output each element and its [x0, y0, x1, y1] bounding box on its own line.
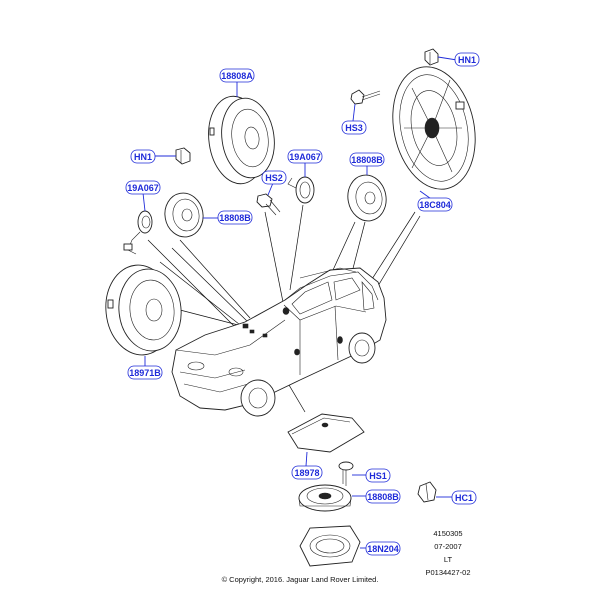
clip-hc1	[417, 481, 437, 503]
speaker-18808b-top	[347, 174, 387, 222]
label-18978: 18978	[294, 468, 319, 478]
label-hn1-left: HN1	[134, 152, 152, 162]
speaker-18971b	[105, 264, 182, 356]
vehicle-illustration	[171, 267, 387, 417]
screw-hs3	[350, 89, 381, 105]
label-hc1: HC1	[455, 493, 473, 503]
label-19a067-left: 19A067	[127, 183, 159, 193]
label-hs3: HS3	[345, 123, 363, 133]
copyright-notice: © Copyright, 2016. Jaguar Land Rover Lim…	[222, 575, 379, 584]
reference-tag: LT	[444, 555, 453, 564]
reference-block: 4150305 07-2007 LT P0134427-02	[425, 529, 470, 577]
label-hs2: HS2	[265, 173, 283, 183]
label-18808b-left: 18808B	[219, 213, 251, 223]
callout-leaders	[142, 56, 458, 549]
speaker-18808a	[208, 95, 275, 185]
label-19a067-mid: 19A067	[289, 152, 321, 162]
label-18n204: 18N204	[367, 544, 399, 554]
reference-code: 4150305	[433, 529, 462, 538]
tweeter-19a067-mid	[287, 176, 315, 204]
tweeter-19a067-left	[123, 210, 153, 255]
bracket-18n204	[299, 525, 361, 567]
label-18c804: 18C804	[419, 200, 451, 210]
label-18808a: 18808A	[221, 71, 253, 81]
label-18808b-top: 18808B	[351, 155, 383, 165]
screw-hs1	[338, 461, 354, 486]
speaker-18808b-left	[164, 192, 204, 238]
label-18971b: 18971B	[129, 368, 161, 378]
speaker-18c804	[392, 66, 476, 190]
nut-hn1-left	[175, 147, 191, 165]
label-hn1-top: HN1	[458, 55, 476, 65]
cover-plate-18978	[287, 413, 365, 453]
speaker-18808b-bottom	[298, 484, 352, 512]
nut-hn1-top	[424, 48, 439, 66]
reference-date: 07-2007	[434, 542, 462, 551]
screw-hs2	[256, 193, 281, 216]
label-hs1: HS1	[369, 471, 387, 481]
callout-labels: HN1 HS3 18808A HN1 19A067 18808B HS2 19A…	[125, 52, 480, 556]
reference-part: P0134427-02	[425, 568, 470, 577]
label-18808b-bottom: 18808B	[367, 492, 399, 502]
